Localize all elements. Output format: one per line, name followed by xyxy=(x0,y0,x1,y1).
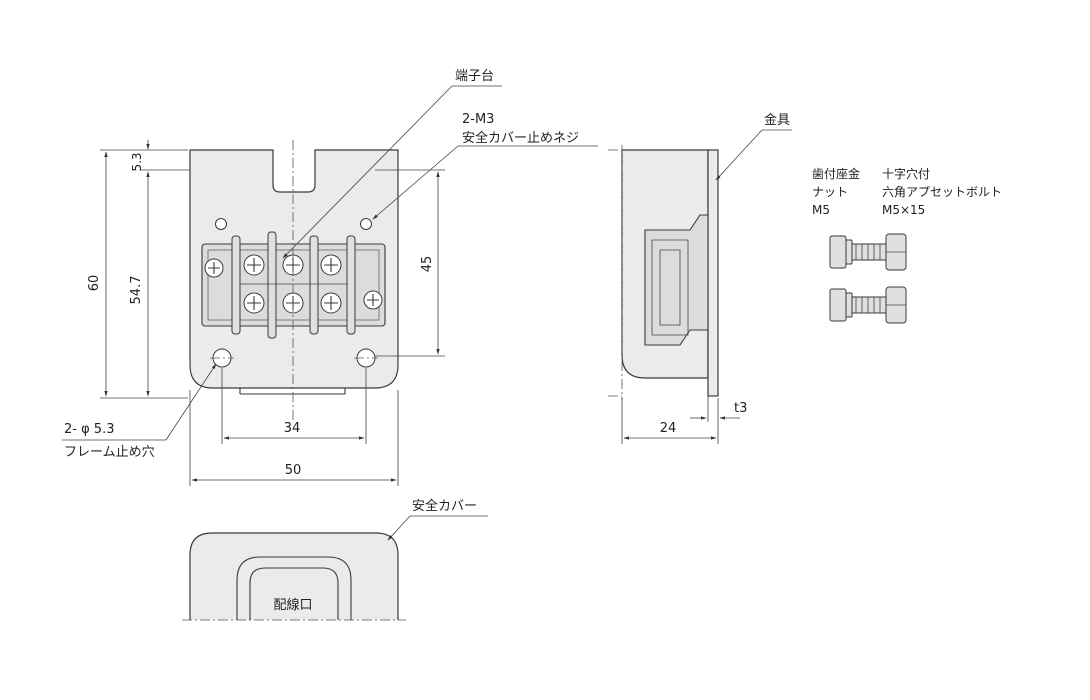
cover-screw-hole-right xyxy=(360,218,372,230)
bottom-view: 配線口 安全カバー xyxy=(182,498,488,621)
cover-screw-hole-left xyxy=(215,218,227,230)
terminal-screw xyxy=(243,292,265,314)
dim-depth: 24 xyxy=(660,421,677,436)
label-safety-cover: 安全カバー xyxy=(412,498,477,514)
parts: 歯付座金 ナット M5 十字穴付 六角アプセットボルト M5×15 xyxy=(812,166,1002,324)
label-bolt-1: 十字穴付 xyxy=(882,166,930,181)
front-leaders: 端子台 2-M3 安全カバー止めネジ 2- φ 5.3 フレーム止め穴 xyxy=(62,69,598,460)
label-washer-nut-2: ナット xyxy=(812,185,848,199)
label-bolt-2: 六角アプセットボルト xyxy=(882,185,1002,199)
label-wiring-port: 配線口 xyxy=(273,597,312,613)
terminal-divider-3 xyxy=(309,235,319,335)
side-fixture-plate xyxy=(707,149,719,397)
dim-top-gap: 5.3 xyxy=(130,152,144,171)
terminal-divider-2 xyxy=(267,231,277,339)
dim-height-inner: 54.7 xyxy=(129,276,144,305)
side-dimensions: 24 t3 金具 xyxy=(621,112,792,444)
wiring-port-inner xyxy=(249,567,339,620)
label-cover-screw-spec: 2-M3 xyxy=(462,112,494,127)
label-terminal-block: 端子台 xyxy=(455,69,494,84)
terminal-divider-1 xyxy=(231,235,241,335)
label-frame-hole-name: フレーム止め穴 xyxy=(64,445,155,460)
side-terminal-body xyxy=(644,214,709,346)
terminal-screw xyxy=(204,258,224,278)
terminal-screw xyxy=(363,290,383,310)
terminal-block-inner xyxy=(207,249,380,321)
front-dimensions: 60 54.7 5.3 45 34 50 xyxy=(87,140,445,486)
label-cover-screw-name: 安全カバー止めネジ xyxy=(462,130,579,146)
dim-thickness: t3 xyxy=(734,401,747,416)
terminal-screw xyxy=(243,254,265,276)
nut-bolt-assembly-1 xyxy=(829,233,907,271)
terminal-screw xyxy=(320,292,342,314)
label-washer-nut-3: M5 xyxy=(812,203,830,217)
terminal-divider-4 xyxy=(346,235,356,335)
front-view xyxy=(189,140,399,422)
label-bolt-3: M5×15 xyxy=(882,203,925,217)
side-view xyxy=(608,145,719,400)
label-washer-nut-1: 歯付座金 xyxy=(812,166,860,181)
dim-hole-pitch-vertical: 45 xyxy=(420,256,435,273)
label-frame-hole-spec: 2- φ 5.3 xyxy=(64,422,114,437)
safety-cover-outline xyxy=(189,532,399,620)
wiring-port-outer xyxy=(236,556,352,620)
terminal-screw xyxy=(320,254,342,276)
terminal-screw xyxy=(282,254,304,276)
dim-hole-pitch-horizontal: 34 xyxy=(284,421,301,436)
dim-height-total: 60 xyxy=(87,275,102,292)
nut-bolt-assembly-2 xyxy=(829,286,907,324)
dim-width-total: 50 xyxy=(285,463,302,478)
label-fixture: 金具 xyxy=(764,112,790,128)
